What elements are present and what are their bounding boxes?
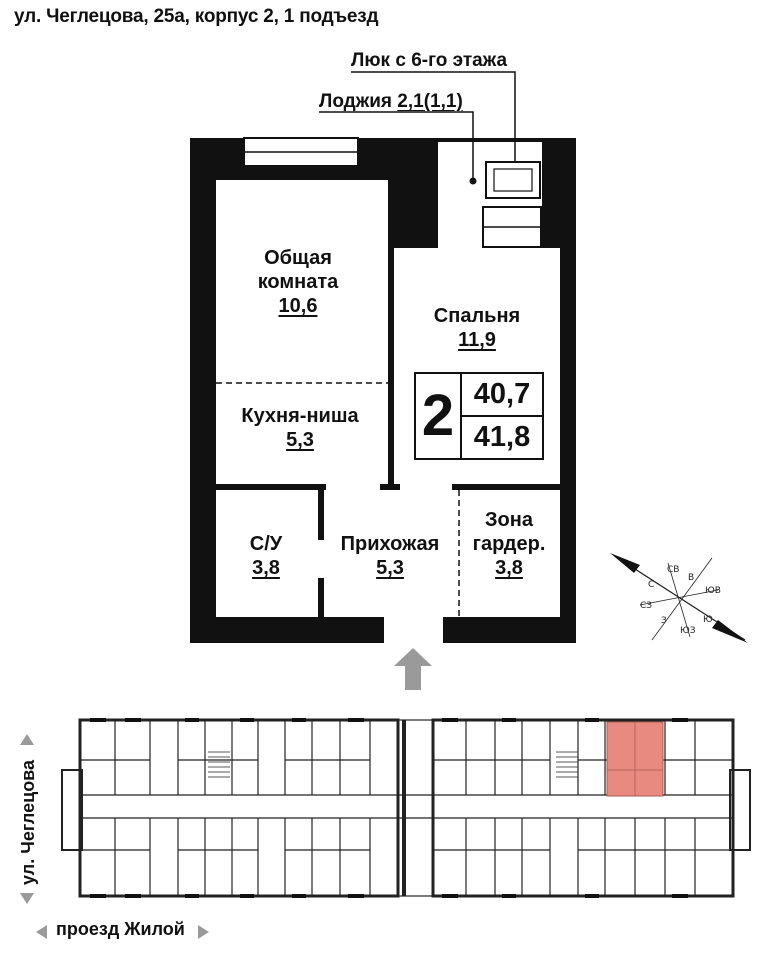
area-summary-box: 2 40,7 41,8 bbox=[414, 372, 544, 460]
compass-ne: СВ bbox=[667, 565, 679, 575]
room-wardrobe-area: 3,8 bbox=[495, 557, 523, 579]
compass-rose: С СВ В ЮВ Ю ЮЗ З СЗ bbox=[610, 553, 748, 643]
loggia-reduced-area: (1,1) bbox=[423, 91, 463, 112]
loggia-callout: Лоджия 2,1(1,1) bbox=[319, 91, 463, 113]
room-wardrobe: Зона гардер. 3,8 bbox=[473, 508, 546, 580]
wall-wardrobe-top bbox=[452, 484, 560, 490]
room-bathroom-name: С/У bbox=[249, 533, 283, 555]
wall-bathroom-top bbox=[216, 484, 326, 490]
room-bathroom: С/У 3,8 bbox=[250, 532, 282, 580]
compass-n: С bbox=[648, 580, 654, 590]
loggia-leader-line bbox=[319, 111, 474, 180]
summary-area-with-loggia: 41,8 bbox=[473, 421, 531, 453]
room-kitchen-area: 5,3 bbox=[286, 429, 314, 451]
arrow-down-icon bbox=[20, 893, 34, 904]
compass-s: Ю bbox=[703, 615, 713, 625]
room-bedroom: Спальня 11,9 bbox=[434, 304, 520, 352]
room-kitchen: Кухня-ниша 5,3 bbox=[241, 404, 358, 452]
arrow-left-icon bbox=[36, 925, 47, 939]
loggia-area: 2,1 bbox=[397, 91, 424, 112]
wall-living-bedroom bbox=[388, 248, 394, 488]
room-bathroom-area: 3,8 bbox=[252, 557, 280, 579]
wall-loggia-top bbox=[428, 138, 560, 142]
wall-bottom-left bbox=[190, 617, 384, 643]
wall-right bbox=[560, 138, 576, 643]
wall-living-top bbox=[216, 166, 388, 180]
wall-bathroom-right bbox=[318, 484, 324, 540]
room-living-name2: комната bbox=[257, 271, 339, 293]
room-wardrobe-name2: гардер. bbox=[472, 533, 546, 555]
summary-total-area: 40,7 bbox=[462, 374, 542, 417]
room-bedroom-area: 11,9 bbox=[458, 329, 496, 351]
room-hallway-name: Прихожая bbox=[340, 533, 440, 555]
wall-bottom-right bbox=[443, 617, 576, 643]
room-hallway-area: 5,3 bbox=[376, 557, 404, 579]
room-wardrobe-name1: Зона bbox=[485, 509, 533, 531]
hatch-symbol bbox=[485, 161, 541, 199]
room-living-area: 10,6 bbox=[278, 295, 318, 317]
wall-bedroom-top-left bbox=[388, 138, 438, 248]
room-kitchen-name: Кухня-ниша bbox=[241, 405, 359, 427]
compass-w: З bbox=[661, 616, 667, 626]
arrow-right-icon bbox=[198, 925, 209, 939]
loggia-marker bbox=[469, 177, 477, 185]
loggia-label: Лоджия bbox=[319, 91, 392, 112]
room-living-name1: Общая bbox=[264, 247, 332, 269]
summary-room-count: 2 bbox=[416, 374, 462, 458]
address-title: ул. Чеглецова, 25а, корпус 2, 1 подъезд bbox=[14, 6, 379, 27]
entrance-arrow bbox=[394, 648, 432, 690]
compass-sw: ЮЗ bbox=[680, 626, 696, 636]
compass-se-label: ЮВ bbox=[705, 586, 721, 596]
compass-nw: СЗ bbox=[640, 601, 652, 611]
hatch-callout: Люк с 6-го этажа bbox=[351, 50, 508, 71]
compass-e: В bbox=[688, 573, 694, 583]
street-side-label: ул. Чеглецова bbox=[18, 759, 38, 885]
room-living: Общая комната 10,6 bbox=[258, 246, 339, 318]
room-hallway: Прихожая 5,3 bbox=[341, 532, 440, 580]
street-bottom-label: проезд Жилой bbox=[56, 919, 185, 939]
building-floor-schematic bbox=[61, 718, 751, 898]
hatch-leader-line bbox=[351, 71, 516, 178]
wall-left bbox=[190, 138, 216, 643]
arrow-up-icon bbox=[20, 734, 34, 745]
room-bedroom-name: Спальня bbox=[433, 305, 521, 327]
apartment-floor-plan: С СВ В ЮВ Ю ЮЗ З СЗ bbox=[190, 71, 748, 690]
